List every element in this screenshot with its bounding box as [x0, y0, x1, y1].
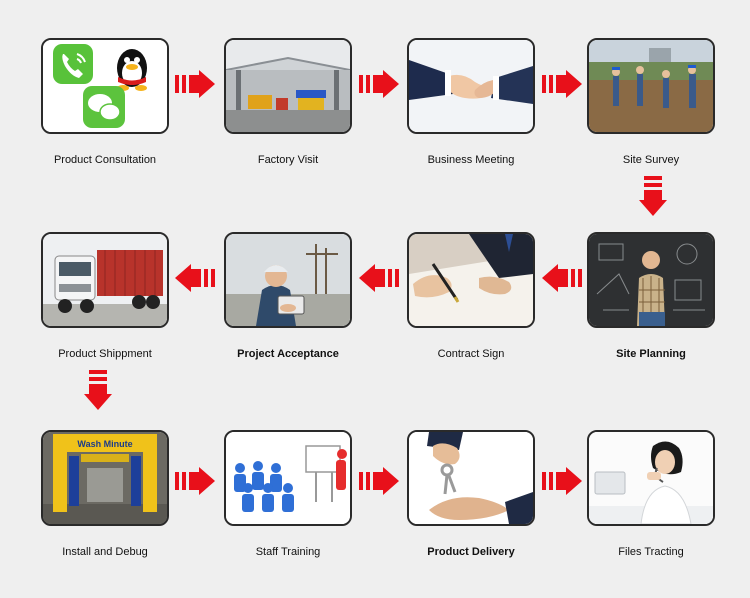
support-operator-icon	[587, 430, 715, 526]
arrow-left-icon	[175, 264, 215, 292]
training-class-icon	[224, 430, 352, 526]
step-label: Install and Debug	[62, 546, 148, 558]
step-label: Contract Sign	[437, 348, 505, 360]
engineer-tablet-icon	[224, 232, 352, 328]
step-site-survey: Site Survey	[587, 38, 715, 166]
keys-handover-icon	[407, 430, 535, 526]
step-label: Business Meeting	[427, 154, 515, 166]
step-site-planning: Site Planning	[587, 232, 715, 360]
step-install-and-debug: Wash Minute Install and Debug	[41, 430, 169, 558]
step-label: Files Tracting	[618, 546, 684, 558]
arrow-down-icon	[639, 176, 667, 216]
arrow-right-icon	[542, 467, 582, 495]
arrow-right-icon	[359, 70, 399, 98]
surveyors-on-site-icon	[587, 38, 715, 134]
truck-icon	[41, 232, 169, 328]
signing-contract-icon	[407, 232, 535, 328]
step-product-delivery: Product Delivery	[407, 430, 535, 558]
chat-apps-icon	[41, 38, 169, 134]
step-business-meeting: Business Meeting	[407, 38, 535, 166]
handshake-icon	[407, 38, 535, 134]
step-label: Product Consultation	[53, 154, 157, 166]
machine-brand-text: Wash Minute	[77, 439, 132, 449]
step-label: Project Acceptance	[237, 348, 339, 360]
arrow-right-icon	[359, 467, 399, 495]
arrow-down-icon	[84, 370, 112, 410]
arrow-right-icon	[542, 70, 582, 98]
step-product-shippment: Product Shippment	[41, 232, 169, 360]
step-staff-training: Staff Training	[224, 430, 352, 558]
step-project-acceptance: Project Acceptance	[224, 232, 352, 360]
planner-chalkboard-icon	[587, 232, 715, 328]
arrow-right-icon	[175, 467, 215, 495]
step-label: Site Planning	[616, 348, 686, 360]
step-label: Factory Visit	[257, 154, 319, 166]
arrow-left-icon	[542, 264, 582, 292]
step-label: Staff Training	[255, 546, 321, 558]
step-label: Product Shippment	[58, 348, 152, 360]
step-label: Site Survey	[622, 154, 680, 166]
car-wash-machine-icon: Wash Minute	[41, 430, 169, 526]
step-product-consultation: Product Consultation	[41, 38, 169, 166]
factory-hall-icon	[224, 38, 352, 134]
arrow-right-icon	[175, 70, 215, 98]
step-label: Product Delivery	[427, 546, 515, 558]
step-files-tracting: Files Tracting	[587, 430, 715, 558]
step-factory-visit: Factory Visit	[224, 38, 352, 166]
step-contract-sign: Contract Sign	[407, 232, 535, 360]
arrow-left-icon	[359, 264, 399, 292]
